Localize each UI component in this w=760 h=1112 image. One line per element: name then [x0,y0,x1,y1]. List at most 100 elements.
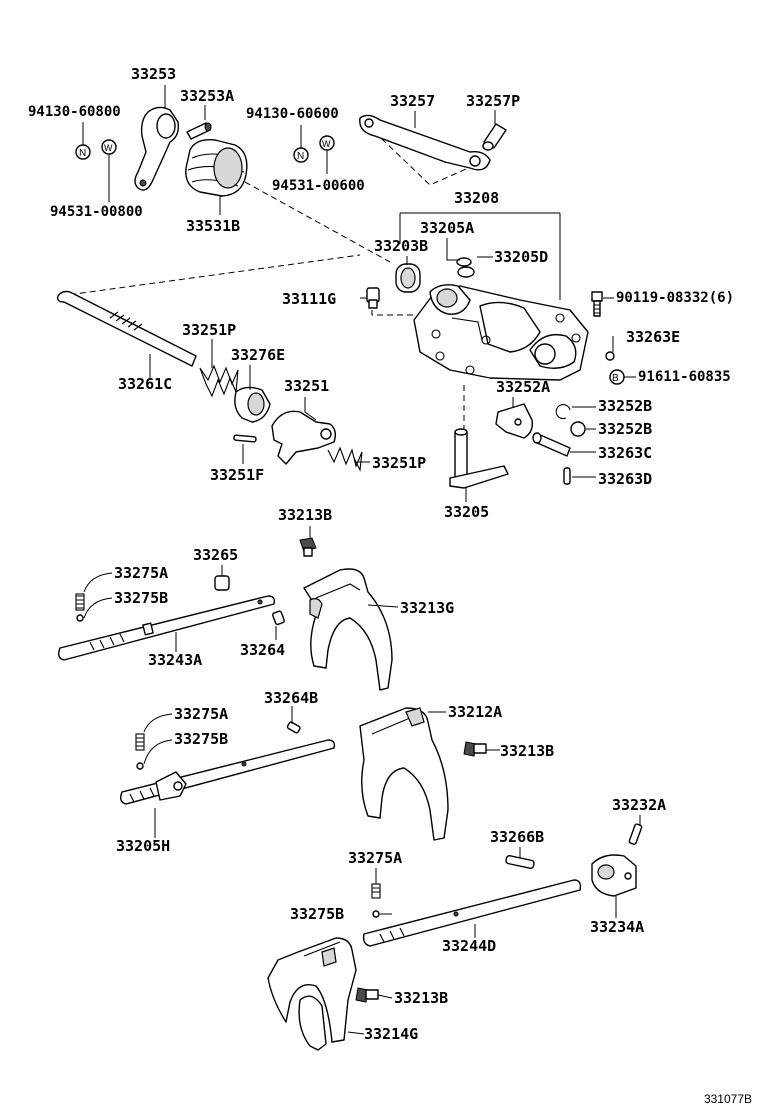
label-33263C: 33263C [598,444,653,462]
washer-symbol-2-letter: W [322,139,331,149]
part-33275A-spring-2 [135,733,145,751]
figure-code: 331077B [703,1092,752,1106]
nut-symbol-2: N [293,147,309,163]
label-33251P-upper: 33251P [182,321,237,339]
label-33205: 33205 [444,503,490,521]
part-33252B-washer-1 [555,404,571,420]
part-33208-housing [413,284,589,381]
label-33252B-1: 33252B [598,397,653,415]
washer-symbol-2: W [319,135,335,151]
part-33252A-plate [495,403,534,439]
bolt-b-symbol: B [612,373,619,384]
label-33232A: 33232A [612,796,667,814]
label-33275B-1: 33275B [114,589,169,607]
label-33252B-2: 33252B [598,420,653,438]
part-33244D-shaft [362,879,582,947]
label-33275B-3: 33275B [290,905,345,923]
part-33275A-spring-3 [371,883,381,899]
label-33251F: 33251F [210,466,265,484]
label-33263E: 33263E [626,328,681,346]
label-33257: 33257 [390,92,436,110]
part-33264-pin [272,610,285,626]
washer-symbol-1-letter: W [104,143,113,153]
part-33531B-boot [185,139,248,197]
label-90119-08332: 90119-08332(6) [616,290,735,306]
dash-line-shift-arm [244,181,391,263]
label-33244D: 33244D [442,937,497,955]
part-33275B-ball-1 [76,614,84,622]
label-33213B-upper: 33213B [278,506,333,524]
part-33253-lever [134,106,180,191]
part-33251F-pin [233,434,257,443]
part-33205D-ring [457,266,475,278]
washer-symbol-1: W [101,139,117,155]
label-94531-00800: 94531-00800 [50,204,143,220]
part-33213B-bolt-middle [463,741,487,757]
label-33213B-middle: 33213B [500,742,555,760]
label-94130-60600: 94130-60600 [246,106,339,122]
part-33264B-pin [286,721,301,734]
label-33252A: 33252A [496,378,551,396]
label-33265: 33265 [193,546,239,564]
part-33243A-shaft [57,595,276,661]
nut-symbol-2-letter: N [297,151,304,162]
label-33251: 33251 [284,377,330,395]
part-33205A-ring [456,257,472,267]
label-33264B: 33264B [264,689,319,707]
part-33252B-washer-2 [570,421,586,437]
part-33205-lever [449,428,509,489]
label-33111G: 33111G [282,290,337,308]
part-33266B-pin [505,855,535,869]
part-33205H-shaft [119,739,336,805]
part-33261C-shaft [56,290,197,367]
label-33203B: 33203B [374,237,429,255]
label-33234A: 33234A [590,918,645,936]
label-33213B-lower: 33213B [394,989,449,1007]
part-33213B-bolt-lower [355,987,379,1003]
label-33266B: 33266B [490,828,545,846]
label-33212A: 33212A [448,703,503,721]
label-94130-60800: 94130-60800 [28,104,121,120]
part-33257-lever [359,114,491,171]
label-33257P: 33257P [466,92,521,110]
part-33275A-spring-1 [75,593,85,611]
part-33251-block [271,410,337,465]
label-91611-60835: 91611-60835 [638,369,731,385]
part-33263D-pin [563,467,571,485]
label-33243A: 33243A [148,651,203,669]
label-33263D: 33263D [598,470,653,488]
part-33253A-pin [186,122,212,140]
label-33253A: 33253A [180,87,235,105]
nut-symbol-1: N [75,144,91,160]
part-33251P-spring-lower [327,446,363,472]
dash-line-lever [359,117,476,186]
label-33531B: 33531B [186,217,241,235]
label-33251P-lower: 33251P [372,454,427,472]
label-33275A-3: 33275A [348,849,403,867]
part-33203B-bushing [395,263,421,293]
part-33276E-bushing [234,386,271,423]
leader-lines [82,85,641,1035]
part-33214G-fork [267,937,357,1051]
part-33263C-pin [532,432,571,457]
label-33253: 33253 [131,65,177,83]
part-33257P-pin [482,123,507,151]
part-33275B-ball-3 [372,910,380,918]
label-33275A-2: 33275A [174,705,229,723]
label-33264: 33264 [240,641,286,659]
label-33276E: 33276E [231,346,286,364]
nut-symbol-1-letter: N [79,148,86,159]
part-91611-bolt: B [609,369,625,385]
part-33213B-bolt-upper [299,537,317,557]
part-33265-block [214,575,230,591]
part-33212A-fork [359,707,449,841]
part-33234A-block [591,854,637,897]
label-33205H: 33205H [116,837,171,855]
part-33111G-plug [366,287,380,309]
label-33205D: 33205D [494,248,549,266]
part-90119-bolt [591,291,603,317]
part-33263E-ring [605,351,615,361]
part-33251P-spring-upper [199,364,239,398]
